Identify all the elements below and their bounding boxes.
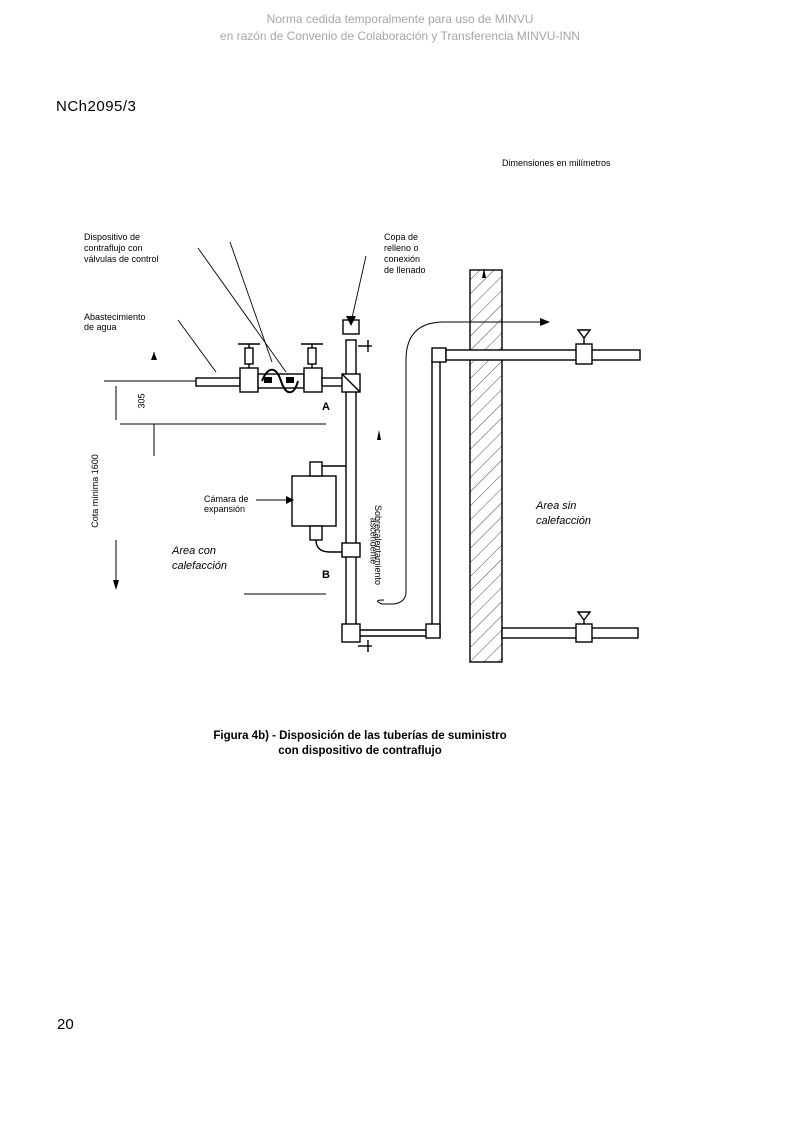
label-fill-cup-2: relleno o <box>384 243 419 253</box>
label-backflow-device-1: Dispositivo de <box>84 232 141 242</box>
lower-pipe <box>425 611 639 643</box>
caption-line-2: con dispositivo de contraflujo <box>278 745 442 757</box>
expansion-chamber <box>291 461 346 553</box>
dimension-arrows <box>113 268 486 590</box>
label-heated-area-2: calefacción <box>172 560 228 572</box>
label-fill-cup-1: Copa de <box>384 232 419 242</box>
label-heated-area-1: Area con <box>172 545 217 557</box>
caption-line-1: Figura 4b) - Disposición de las tuberías… <box>213 730 507 742</box>
loop-pipe-outer <box>360 360 433 631</box>
leader-lines <box>177 241 367 501</box>
label-height-dimension: Cota mínima 1600 <box>89 454 100 528</box>
control-valves <box>238 343 323 368</box>
backflow-device-body <box>261 368 299 394</box>
label-backflow-device-3: válvulas de control <box>84 254 159 264</box>
label-unheated-area-1: Area sin <box>536 500 577 512</box>
wall <box>469 269 503 663</box>
label-expansion-1: Cámara de <box>204 494 249 504</box>
label-backflow-device-2: contraflujo con <box>84 243 143 253</box>
label-riser-2: ascendente <box>368 517 379 565</box>
watermark-line-1: Norma cedida temporalmente para uso de M… <box>266 12 534 26</box>
label-fill-cup-4: de llenado <box>384 265 426 275</box>
label-expansion-2: expansión <box>204 504 246 514</box>
label-unheated-area-2: calefacción <box>536 515 592 527</box>
upper-pipe <box>431 329 641 365</box>
label-water-supply-2: de agua <box>84 322 117 332</box>
label-point-b: B <box>322 569 330 581</box>
dimension-lines <box>104 352 326 595</box>
label-fill-cup-3: conexión <box>384 254 421 264</box>
figure-caption: Figura 4b) - Disposición de las tuberías… <box>170 729 550 759</box>
label-point-a: A <box>322 401 330 413</box>
loop-pipe-inner <box>360 360 441 637</box>
label-water-supply-1: Abastecimiento <box>84 312 146 322</box>
page-number: 20 <box>57 1016 74 1033</box>
vertical-riser <box>341 319 361 643</box>
watermark-line-2: en razón de Convenio de Colaboración y T… <box>219 29 581 43</box>
standard-code: NCh2095/3 <box>56 98 137 115</box>
loop-arc <box>377 321 540 605</box>
dimensions-note: Dimensiones en milímetros <box>502 158 611 168</box>
fill-cup-handles <box>358 340 372 652</box>
label-dimension-305: 305 <box>136 393 147 409</box>
